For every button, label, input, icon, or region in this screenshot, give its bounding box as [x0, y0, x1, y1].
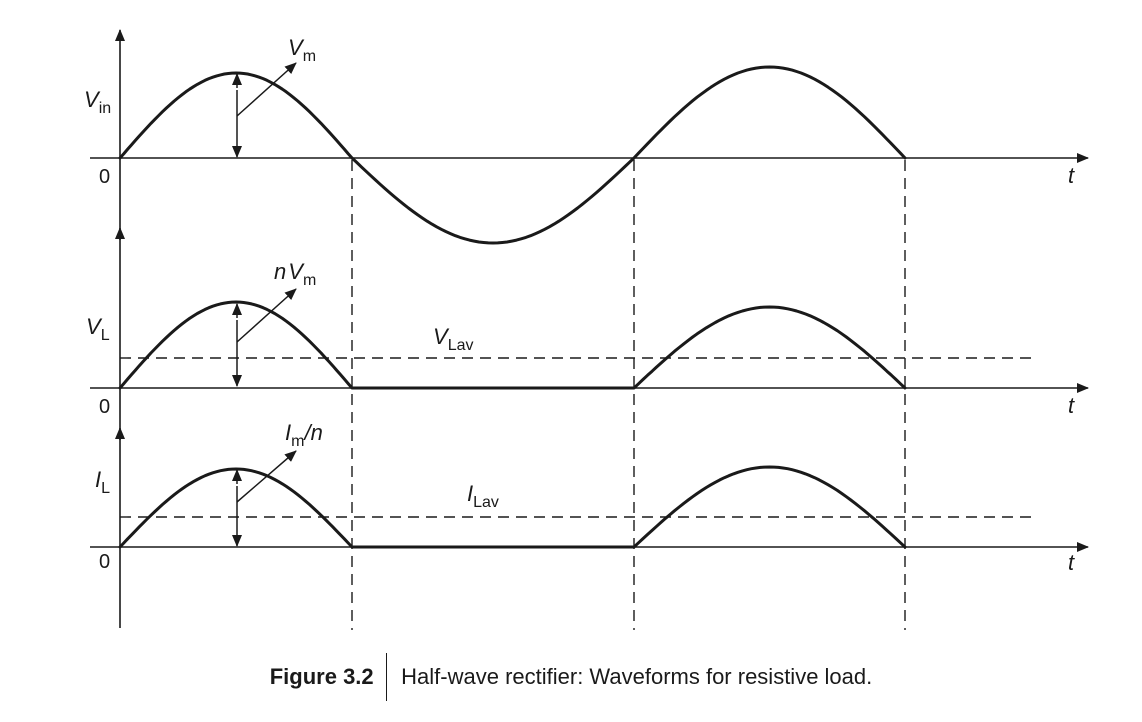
il-origin-label: 0	[99, 551, 110, 573]
il-average-label: ILav	[467, 481, 499, 511]
caption-divider	[385, 653, 388, 701]
vl-average-label: VLav	[433, 324, 473, 354]
vl-waveform	[118, 300, 907, 390]
figure-number: Figure 3.2	[269, 664, 374, 689]
vl-time-label: t	[1068, 393, 1075, 418]
il-peak-pointer-arrow	[236, 450, 297, 503]
vl-peak-label: nVm	[274, 259, 316, 289]
il-time-label: t	[1068, 550, 1075, 575]
vl-y-label: VL	[86, 314, 110, 344]
vin-peak-label: Vm	[288, 35, 316, 65]
figure-caption: Figure 3.2 Half-wave rectifier: Waveform…	[0, 653, 1142, 701]
waveform-diagram: Vin 0 t Vm VL 0 t nVm VLav IL 0 t Im/n I…	[84, 29, 1089, 630]
vin-origin-label: 0	[99, 166, 110, 188]
vin-y-label: Vin	[84, 87, 111, 117]
vl-origin-label: 0	[99, 396, 110, 418]
il-waveform	[118, 465, 907, 549]
vin-time-label: t	[1068, 163, 1075, 188]
il-peak-label: Im/n	[285, 420, 323, 450]
vin-peak-pointer-arrow	[236, 62, 297, 117]
figure-caption-text: Half-wave rectifier: Waveforms for resis…	[401, 664, 873, 689]
vl-peak-pointer-arrow	[236, 288, 297, 343]
il-y-label: IL	[95, 467, 110, 497]
